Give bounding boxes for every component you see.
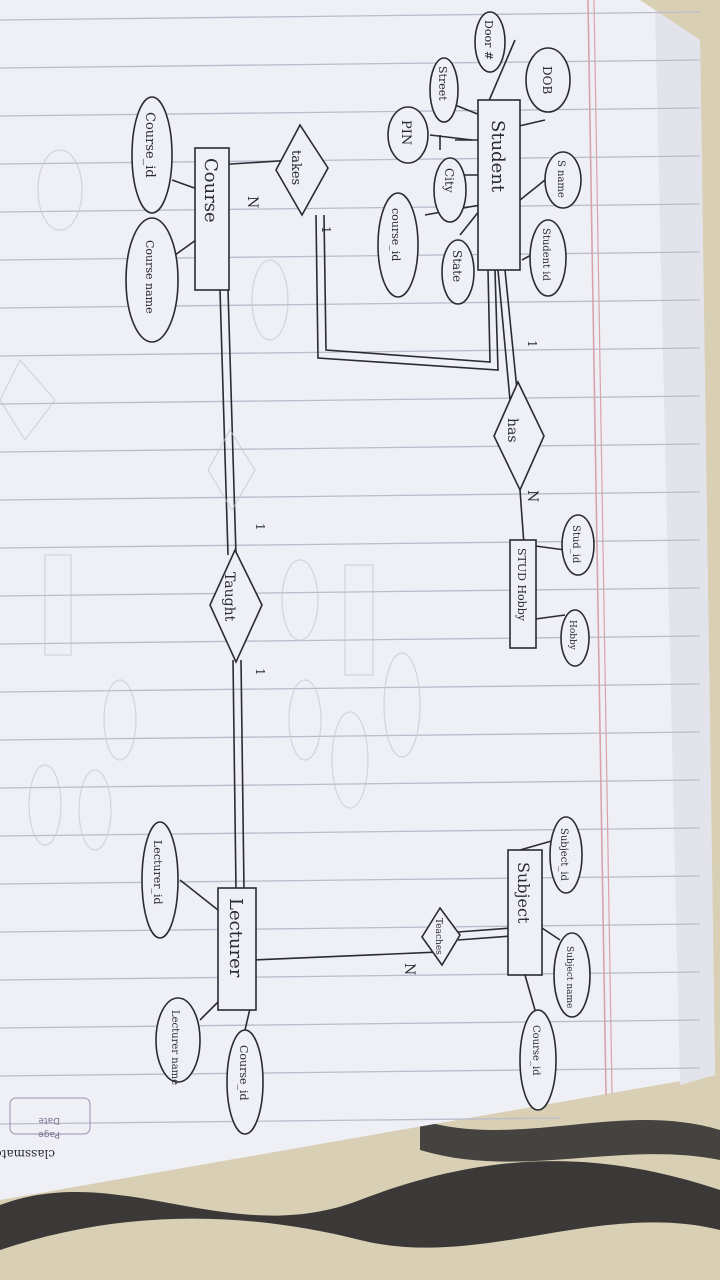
relationship-has-label: has [504, 418, 520, 443]
svg-text:course_id: course_id [389, 208, 402, 261]
entity-course: Course [194, 147, 230, 291]
entity-lecturer-label: Lecturer [225, 898, 246, 978]
margin-line-2 [593, 0, 613, 1095]
svg-text:Subject name: Subject name [564, 946, 574, 1008]
svg-text:S name: S name [555, 160, 566, 198]
attribute-subject-id: Subject_id [549, 816, 583, 894]
relationship-has: has [493, 380, 545, 492]
svg-text:Course_id: Course_id [142, 112, 157, 178]
ruled-lines [0, 11, 701, 1125]
attribute-city: City [433, 157, 467, 223]
svg-text:Lecturer_id: Lecturer_id [151, 840, 164, 905]
svg-text:Student id: Student id [540, 228, 551, 281]
brand-text: classmate [0, 1147, 55, 1161]
svg-text:Street: Street [436, 66, 449, 101]
margin-line [587, 0, 607, 1096]
connector-lines [167, 39, 566, 1031]
svg-text:Lecturer name: Lecturer name [169, 1010, 180, 1085]
relationship-taught-label: Taught [221, 572, 237, 622]
attribute-dob: DOB [525, 47, 571, 113]
er-diagram: Student Course STUD Hobby Subject [125, 11, 595, 1135]
svg-text:State: State [450, 250, 464, 282]
entity-stud-hobby-label: STUD Hobby [515, 548, 528, 622]
svg-text:Hobby: Hobby [567, 620, 577, 651]
attribute-stud-id: Stud_id [561, 514, 595, 576]
date-label: Date [38, 1115, 60, 1125]
attribute-hobby: Hobby [560, 609, 590, 667]
date-page-box: Page Date [9, 1097, 91, 1139]
attribute-student-id: Student id [529, 219, 567, 297]
page-edge [640, 0, 715, 1085]
relationship-takes: takes [275, 123, 329, 217]
relationship-takes-label: takes [288, 150, 303, 185]
svg-text:Subject_id: Subject_id [558, 828, 569, 882]
entity-lecturer: Lecturer [217, 887, 257, 1011]
svg-text:Stud_id: Stud_id [570, 525, 581, 564]
carpet-pattern-2 [420, 1120, 720, 1162]
svg-text:City: City [442, 168, 456, 193]
attribute-course-id: Course_id [131, 96, 173, 214]
entity-subject: Subject [507, 849, 543, 976]
attribute-subject-name: Subject name [553, 932, 591, 1018]
card-has-hobby: N [524, 490, 540, 502]
entity-student-label: Student [487, 120, 508, 193]
svg-text:PIN: PIN [398, 120, 413, 145]
attribute-course-name: Course name [125, 217, 179, 343]
attribute-subject-course-id: Course_id [519, 1009, 557, 1111]
entity-course-label: Course [200, 158, 221, 223]
attribute-street: Street [429, 57, 459, 123]
carpet-pattern [0, 1161, 720, 1250]
card-taught-lecturer: 1 [253, 668, 267, 676]
card-takes-course: N [244, 196, 260, 208]
attribute-door: Door # [474, 11, 506, 73]
cardinalities: 1 N 1 N 1 1 N [244, 196, 540, 975]
card-teaches-lecturer: N [401, 963, 417, 975]
card-takes-student: 1 [319, 226, 333, 234]
relationship-teaches-label: Teaches [433, 918, 443, 955]
show-through-marks [0, 149, 421, 851]
card-has-student: 1 [525, 340, 539, 348]
page-label: Page [38, 1129, 60, 1139]
attribute-pin: PIN [387, 106, 429, 164]
svg-text:Course_id: Course_id [530, 1025, 541, 1076]
svg-text:Course_id: Course_id [237, 1045, 250, 1101]
notebook-page [0, 0, 715, 1200]
attribute-lecturer-course-id: Course_id [226, 1029, 264, 1135]
attribute-lecturer-id: Lecturer_id [141, 821, 179, 939]
relationship-teaches: Teaches [421, 906, 461, 967]
entity-stud-hobby: STUD Hobby [509, 539, 537, 649]
svg-text:Door #: Door # [482, 20, 495, 60]
classmate-logo: classmate [0, 1147, 55, 1161]
attribute-student-course-id: course_id [377, 192, 419, 298]
relationship-taught: Taught [209, 548, 263, 664]
attribute-lecturer-name: Lecturer name [155, 997, 201, 1085]
svg-text:DOB: DOB [540, 66, 554, 94]
svg-text:Course name: Course name [143, 240, 156, 314]
card-taught-course: 1 [253, 523, 267, 531]
attribute-state: State [441, 239, 475, 305]
entity-student: Student [477, 99, 521, 271]
entity-subject-label: Subject [514, 862, 533, 924]
attribute-sname: S name [544, 151, 582, 209]
